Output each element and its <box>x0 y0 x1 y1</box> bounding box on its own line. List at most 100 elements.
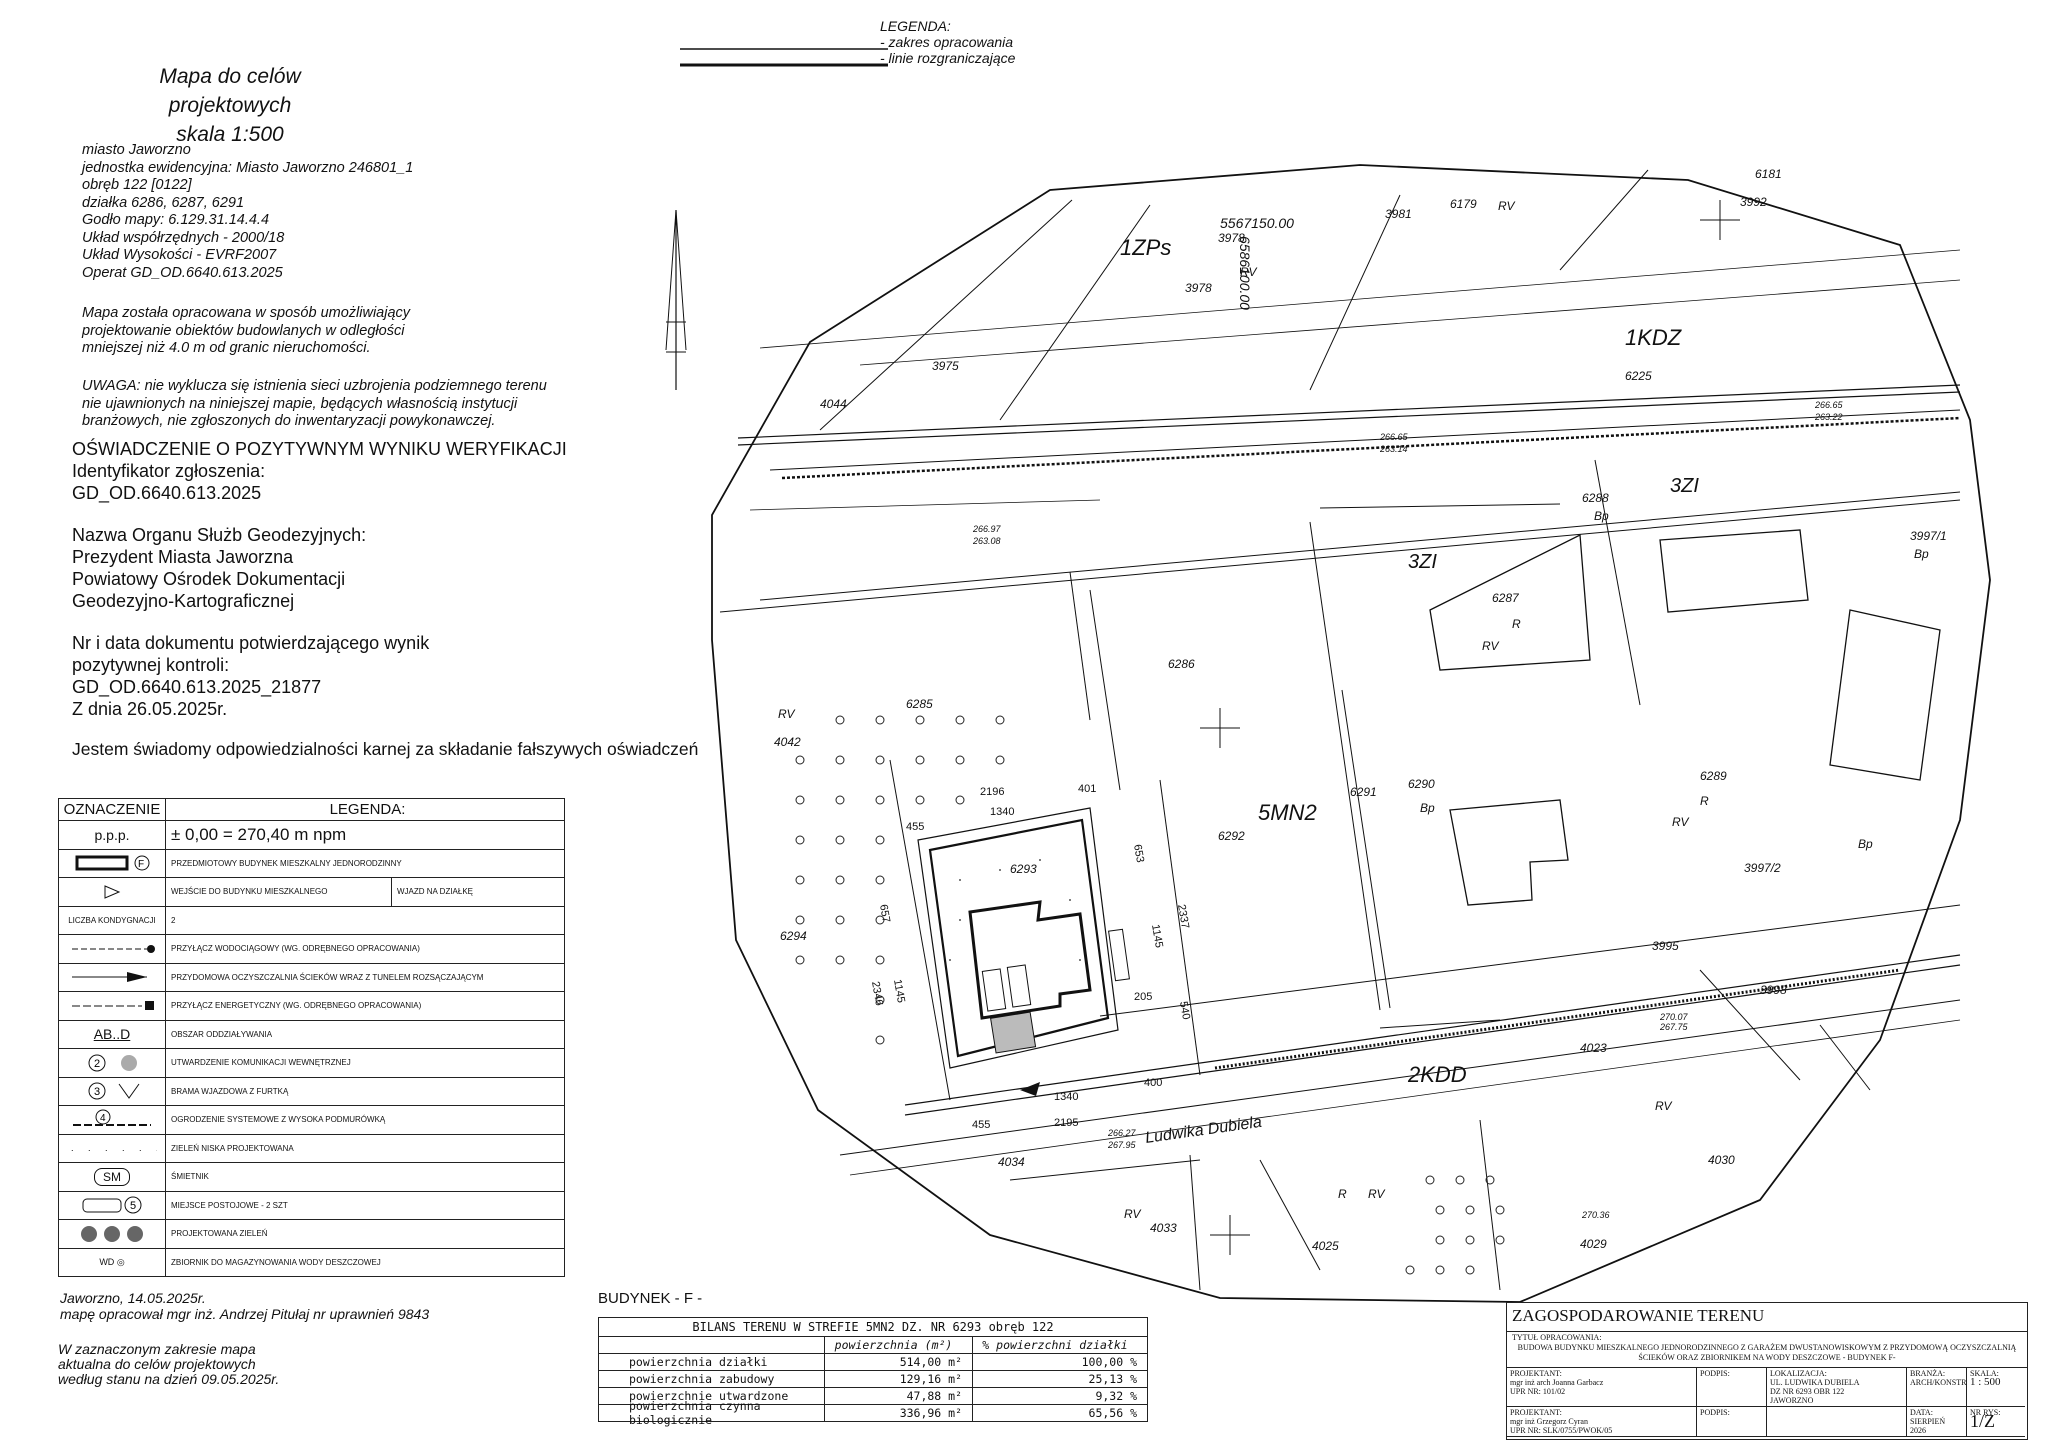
svg-text:267.95: 267.95 <box>1107 1140 1137 1150</box>
note-line: mniejszej niż 4.0 m od granic nieruchomo… <box>82 340 371 356</box>
info-line: Układ współrzędnych - 2000/18 <box>82 229 285 246</box>
svg-text:RV: RV <box>778 707 795 721</box>
legend-text: OBSZAR ODDZIAŁYWANIA <box>171 1029 273 1039</box>
note-block-2: UWAGA: nie wyklucza się istnienia sieci … <box>82 378 547 431</box>
svg-text:6586100.00: 6586100.00 <box>1237 236 1253 310</box>
svg-text:R: R <box>1700 794 1709 808</box>
low-green-icon: . . . . . . . <box>59 1134 166 1162</box>
title-block: ZAGOSPODAROWANIE TERENU TYTUŁ OPRACOWANI… <box>1506 1302 2028 1440</box>
road-1kdz <box>719 384 1961 613</box>
map-title: Mapa do celów projektowych <box>159 65 301 117</box>
svg-text:5567150.00: 5567150.00 <box>1220 215 1294 231</box>
footer-note-line: W zaznaczonym zakresie mapa <box>58 1341 256 1357</box>
legend-col-oznaczenie: OZNACZENIE <box>59 799 166 820</box>
fence-icon: 4 <box>59 1106 166 1134</box>
legend-row: PRZYDOMOWA OCZYSZCZALNIA ŚCIEKÓW WRAZ Z … <box>59 963 564 992</box>
paving-icon: 2 <box>59 1049 166 1077</box>
svg-text:6225: 6225 <box>1625 369 1652 383</box>
note-line: Mapa została opracowana w sposób umożliw… <box>82 305 411 321</box>
info-line: Operat GD_OD.6640.613.2025 <box>82 264 283 281</box>
legend-symbol: WD <box>99 1257 115 1268</box>
svg-text:3978: 3978 <box>1185 281 1212 295</box>
legend-col-legenda: LEGENDA: <box>329 801 406 818</box>
svg-text:6286: 6286 <box>1168 657 1195 671</box>
note-line: projektowanie obiektów budowlanych w odl… <box>82 322 405 339</box>
header-cell: powierzchnia (m²) <box>825 1337 973 1353</box>
svg-text:6288: 6288 <box>1582 491 1609 505</box>
svg-text:Bp: Bp <box>1914 547 1929 561</box>
svg-text:4: 4 <box>100 1113 106 1124</box>
sewage-line-icon <box>59 963 166 991</box>
svg-text:Ludwika Dubiela: Ludwika Dubiela <box>1144 1114 1263 1147</box>
location-empty <box>1767 1407 1907 1437</box>
organ-label: Nazwa Organu Służb Geodezyjnych: <box>72 525 367 545</box>
legend-table: OZNACZENIE LEGENDA: p.p.p. ± 0,00 = 270,… <box>58 798 565 1277</box>
svg-text:2196: 2196 <box>980 786 1004 798</box>
legend-text: ZIELEŃ NISKA PROJEKTOWANA <box>171 1143 294 1153</box>
info-line: miasto Jaworzno <box>82 142 191 158</box>
svg-text:5MN2: 5MN2 <box>1258 800 1317 825</box>
svg-text:3998: 3998 <box>1760 983 1787 997</box>
svg-text:2KDD: 2KDD <box>1407 1062 1467 1087</box>
table-cell: 100,00 % <box>1081 1355 1137 1369</box>
organ-line: Prezydent Miasta Jaworzna <box>72 547 294 567</box>
svg-text:455: 455 <box>972 1119 990 1131</box>
legend-row: . . . . . . . ZIELEŃ NISKA PROJEKTOWANA <box>59 1134 564 1163</box>
legend-row: p.p.p. ± 0,00 = 270,40 m npm <box>59 821 564 850</box>
legend-text: OGRODZENIE SYSTEMOWE Z WYSOKA PODMURÓWKĄ <box>171 1115 386 1125</box>
svg-text:6289: 6289 <box>1700 769 1727 783</box>
svg-text:R: R <box>1512 617 1521 631</box>
footer-note-validity: W zaznaczonym zakresie mapa aktualna do … <box>58 1342 279 1387</box>
svg-text:6293: 6293 <box>1010 862 1037 876</box>
svg-text:R: R <box>1338 1187 1347 1201</box>
table-row: powierzchnia czynna biologicznie 336,96 … <box>599 1399 1147 1427</box>
id-value: GD_OD.6640.613.2025 <box>72 483 262 503</box>
svg-text:4023: 4023 <box>1580 1041 1607 1055</box>
header-cell <box>599 1337 825 1353</box>
legend-symbol: SM <box>94 1167 130 1186</box>
svg-text:5: 5 <box>130 1200 136 1212</box>
svg-text:266.65: 266.65 <box>1814 400 1844 410</box>
table-cell: 129,16 m² <box>825 1371 973 1387</box>
svg-text:6285: 6285 <box>906 697 933 711</box>
svg-text:3ZI: 3ZI <box>1670 475 1699 497</box>
info-line: obręb 122 [0122] <box>82 177 192 193</box>
svg-text:3: 3 <box>94 1086 100 1098</box>
table-cell: 9,32 % <box>1095 1389 1137 1403</box>
svg-text:RV: RV <box>1240 265 1257 279</box>
svg-text:4034: 4034 <box>998 1155 1025 1169</box>
legend-text: PRZYŁĄCZ WODOCIĄGOWY (wg. odrębnego opra… <box>171 944 420 954</box>
legend-row: PROJEKTOWANA ZIELEŃ <box>59 1220 564 1249</box>
footer-notes: Jaworzno, 14.05.2025r. mapę opracował mg… <box>60 1290 429 1322</box>
svg-text:3975: 3975 <box>932 359 959 373</box>
legend-text: WJAZD NA DZIAŁKĘ <box>397 887 474 897</box>
svg-text:1145: 1145 <box>1149 923 1165 948</box>
legend-row: 5 MIEJSCE POSTOJOWE - 2 SZT <box>59 1191 564 1220</box>
svg-text:4030: 4030 <box>1708 1153 1735 1167</box>
svg-text:401: 401 <box>1078 783 1096 795</box>
branza: BRANŻA:ARCH/KONSTR <box>1907 1368 1967 1407</box>
note-line: nie ujawnionych na niniejszej mapie, będ… <box>82 395 518 412</box>
svg-text:RV: RV <box>1672 815 1689 829</box>
legend-row: SM ŚMIETNIK <box>59 1163 564 1192</box>
building-label: BUDYNEK - F - <box>598 1290 703 1307</box>
table-row: powierzchnie utwardzone 47,88 m² 9,32 % <box>599 1388 1147 1405</box>
svg-text:6294: 6294 <box>780 929 807 943</box>
table-cell: powierzchnia czynna biologicznie <box>599 1399 825 1427</box>
entrance-arrow-icon <box>59 878 166 906</box>
svg-text:Bp: Bp <box>1594 509 1609 523</box>
info-line: jednostka ewidencyjna: Miasto Jaworzno 2… <box>82 159 414 176</box>
footer-author: mapę opracował mgr inż. Andrzej Pitułaj … <box>60 1306 430 1322</box>
svg-text:3995: 3995 <box>1652 939 1679 953</box>
orchard-symbols <box>795 715 1505 1275</box>
legend-row: F PRZEDMIOTOWY BUDYNEK MIESZKALNY JEDNOR… <box>59 849 564 878</box>
legend-symbol: AB..D <box>59 1020 166 1048</box>
info-line: Godło mapy: 6.129.31.14.4.4 <box>82 212 270 228</box>
legend-row: 4 OGRODZENIE SYSTEMOWE Z WYSOKA PODMURÓW… <box>59 1106 564 1135</box>
doc-date: Z dnia 26.05.2025r. <box>72 699 228 719</box>
tytul-label: TYTUŁ OPRACOWANIA: <box>1512 1333 1602 1342</box>
water-line-icon <box>59 935 166 963</box>
rain-tank-icon: WD ◎ <box>59 1248 166 1276</box>
